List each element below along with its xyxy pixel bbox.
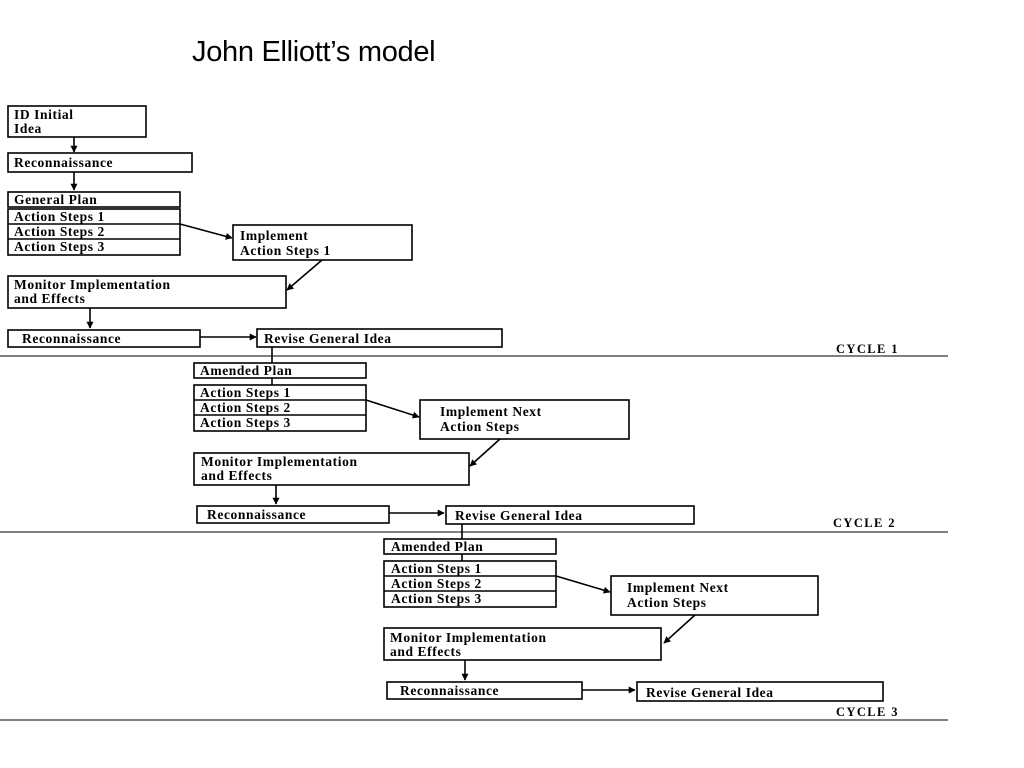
- revise-label: Revise General Idea: [646, 685, 774, 700]
- action-steps-1-label: Action Steps 1: [14, 209, 105, 224]
- monitor-box: [7, 275, 287, 309]
- cycle-2-label: CYCLE 2: [833, 516, 896, 530]
- initial-idea-line-2: Idea: [14, 121, 42, 136]
- arrow-steps-to-implement: [179, 223, 233, 240]
- general-plan-label: General Plan: [14, 192, 97, 207]
- implement-line-1: Implement: [240, 228, 308, 243]
- cycle-3-label: CYCLE 3: [836, 705, 899, 719]
- action-steps-3-label: Action Steps 3: [391, 591, 482, 606]
- arrow-implement-to-monitor: [663, 614, 696, 644]
- action-steps-2-label: Action Steps 2: [14, 224, 105, 239]
- cycle-1-group: ID Initial Idea Reconnaissance General P…: [0, 105, 948, 363]
- arrow-implement-to-monitor: [286, 259, 323, 291]
- cycle-3-group: Amended Plan Action Steps 1 Action Steps…: [0, 538, 948, 721]
- monitor-line-1: Monitor Implementation: [390, 630, 547, 645]
- monitor-line-2: and Effects: [390, 644, 461, 659]
- implement-next-line-2: Action Steps: [440, 419, 520, 434]
- action-steps-3-label: Action Steps 3: [200, 415, 291, 430]
- monitor-line-1: Monitor Implementation: [14, 277, 171, 292]
- action-steps-1-label: Action Steps 1: [200, 385, 291, 400]
- monitor-line-2: and Effects: [14, 291, 85, 306]
- initial-idea-box: [7, 105, 147, 138]
- reconnaissance-label: Reconnaissance: [14, 155, 113, 170]
- arrow-steps-to-implement: [365, 399, 420, 419]
- general-plan-box: [7, 191, 181, 208]
- implement-next-line-2: Action Steps: [627, 595, 707, 610]
- implement-line-2: Action Steps 1: [240, 243, 331, 258]
- action-steps-box: [383, 560, 557, 608]
- implement-box: [232, 224, 413, 261]
- implement-next-box: [610, 575, 819, 616]
- reconnaissance-box: [7, 152, 193, 173]
- implement-next-line-1: Implement Next: [627, 580, 729, 595]
- action-steps-box: [193, 384, 367, 432]
- reconnaissance-label: Reconnaissance: [400, 683, 499, 698]
- implement-next-box: [419, 399, 630, 440]
- amended-plan-label: Amended Plan: [391, 539, 483, 554]
- revise-box: [636, 681, 884, 702]
- amended-plan-label: Amended Plan: [200, 363, 292, 378]
- revise-label: Revise General Idea: [455, 508, 583, 523]
- reconnaissance-2-label: Reconnaissance: [22, 331, 121, 346]
- monitor-box: [383, 627, 662, 661]
- monitor-box: [193, 452, 470, 486]
- action-steps-3-label: Action Steps 3: [14, 239, 105, 254]
- reconnaissance-box: [196, 505, 390, 524]
- action-steps-box: [7, 208, 181, 256]
- amended-plan-box: [193, 362, 367, 379]
- arrow-steps-to-implement: [555, 575, 611, 594]
- monitor-line-1: Monitor Implementation: [201, 454, 358, 469]
- amended-plan-box: [383, 538, 557, 555]
- action-steps-2-label: Action Steps 2: [391, 576, 482, 591]
- monitor-line-2: and Effects: [201, 468, 272, 483]
- cycle-1-label: CYCLE 1: [836, 342, 899, 356]
- reconnaissance-2-box: [7, 329, 201, 348]
- action-steps-2-label: Action Steps 2: [200, 400, 291, 415]
- arrow-implement-to-monitor: [469, 438, 501, 467]
- reconnaissance-label: Reconnaissance: [207, 507, 306, 522]
- page-title: John Elliott’s model: [192, 36, 436, 68]
- revise-box: [256, 328, 503, 348]
- cycle-2-group: Amended Plan Action Steps 1 Action Steps…: [0, 362, 948, 539]
- initial-idea-line-1: ID Initial: [14, 107, 74, 122]
- revise-label: Revise General Idea: [264, 331, 392, 346]
- revise-box: [445, 505, 695, 525]
- implement-next-line-1: Implement Next: [440, 404, 542, 419]
- action-steps-1-label: Action Steps 1: [391, 561, 482, 576]
